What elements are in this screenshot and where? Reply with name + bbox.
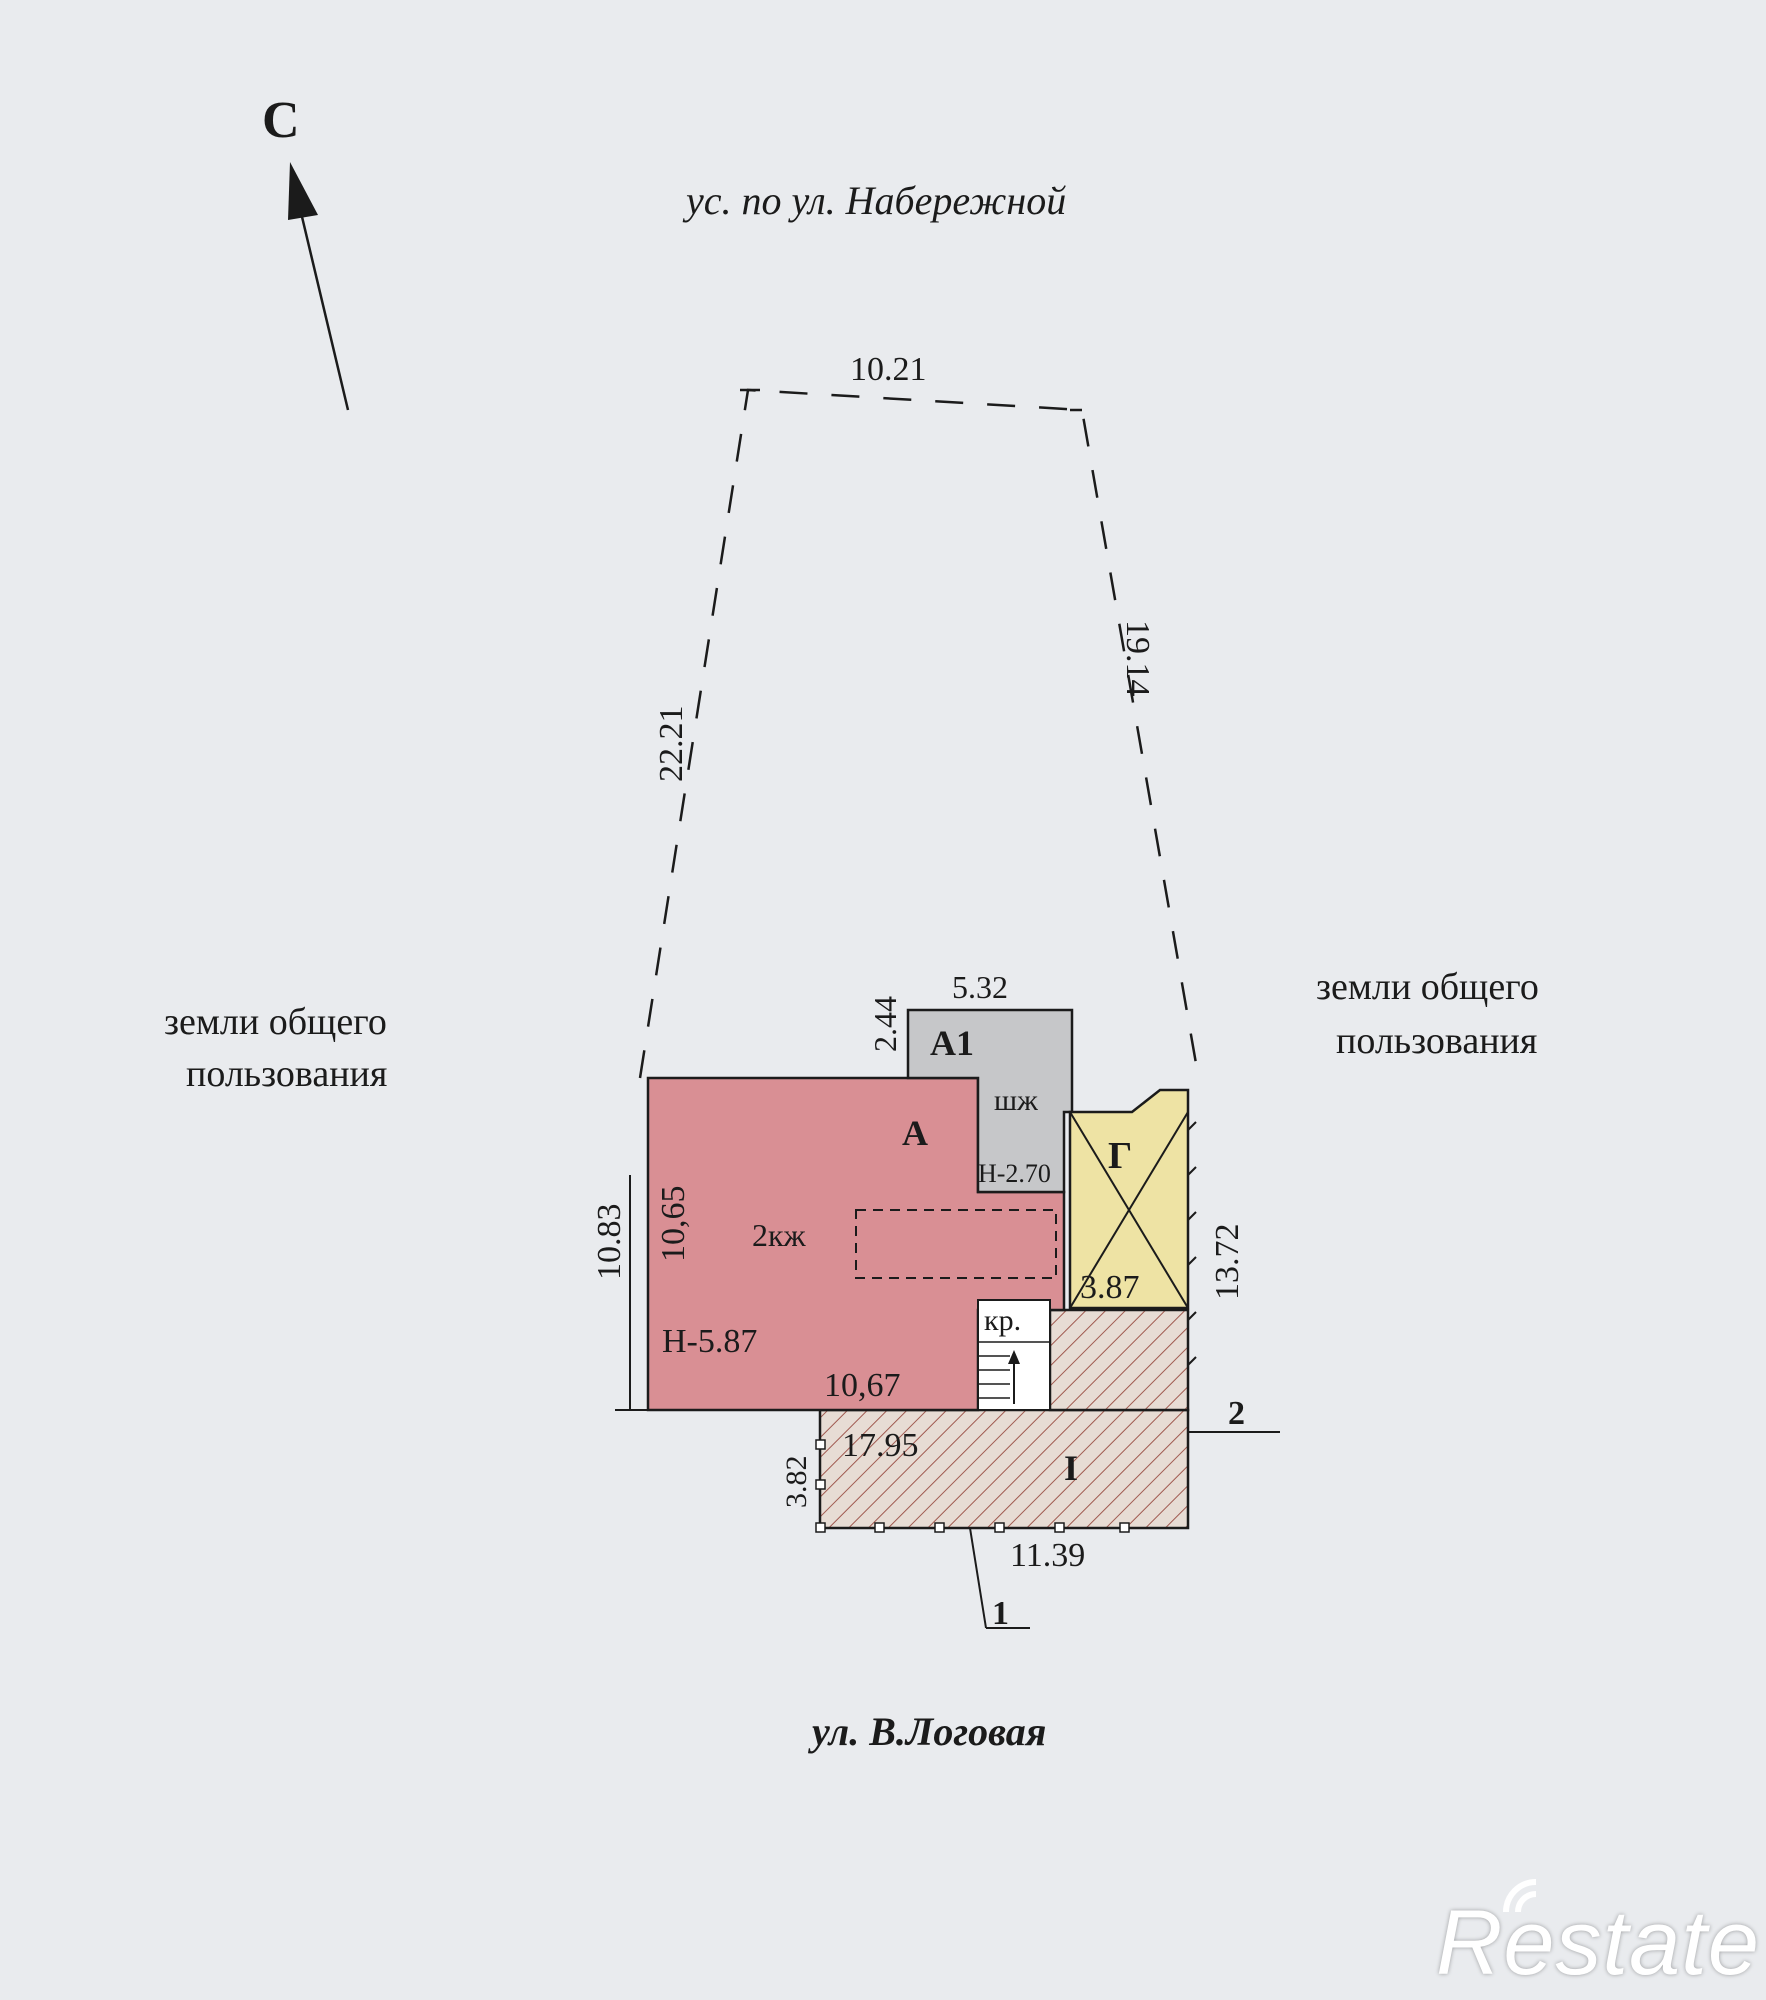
label-h587: Н-5.87 xyxy=(662,1323,757,1360)
annex-a1 xyxy=(906,1008,1074,1194)
fence-tick xyxy=(1187,1121,1197,1131)
fence-tick xyxy=(1187,1356,1197,1366)
leader-line-1 xyxy=(969,1527,987,1629)
area-i-upper xyxy=(1048,1308,1190,1412)
fence-post xyxy=(1054,1522,1065,1533)
inner-dashed-area xyxy=(855,1209,1057,1279)
fence-post xyxy=(934,1522,945,1533)
fence-post xyxy=(994,1522,1005,1533)
street-top-label: ус. по ул. Набережной xyxy=(682,178,1066,223)
dim-front-height: 3.82 xyxy=(780,1456,813,1509)
marker-1: 1 xyxy=(992,1595,1009,1632)
dimension-lines xyxy=(615,1175,1280,1629)
label-2kzh: 2кж xyxy=(752,1217,807,1253)
watermark-signal-icon xyxy=(1503,1879,1537,1913)
fence-post xyxy=(815,1479,826,1490)
side-right-line2: пользования xyxy=(1336,1020,1537,1062)
fence-tick xyxy=(1187,1166,1197,1176)
label-a1: А1 xyxy=(930,1023,974,1063)
label-a: А xyxy=(902,1113,928,1153)
side-right-line1: земли общего xyxy=(1316,966,1539,1008)
dim-a1-width: 5.32 xyxy=(952,969,1008,1005)
fence-posts xyxy=(815,1439,1130,1533)
dim-a-bottom: 10,67 xyxy=(824,1367,901,1404)
label-g: Г xyxy=(1108,1135,1132,1177)
dim-g-width: 3.87 xyxy=(1080,1269,1140,1306)
side-left-line1: земли общего xyxy=(164,1001,387,1043)
plot-boundary xyxy=(638,388,1200,1079)
north-arrow-head xyxy=(288,162,318,220)
fence-ticks xyxy=(1187,1121,1197,1366)
label-i: I xyxy=(1064,1448,1078,1488)
shed-g-cross-b xyxy=(1069,1111,1189,1309)
side-left-line2: пользования xyxy=(186,1053,387,1095)
label-h270: Н-2.70 xyxy=(978,1159,1051,1188)
dim-top: 10.21 xyxy=(850,351,927,388)
fence-tick xyxy=(1187,1256,1197,1266)
dim-a1-height: 2.44 xyxy=(867,996,903,1052)
stairs xyxy=(977,1299,1051,1411)
watermark: Restate xyxy=(1435,1892,1760,1994)
fence-tick xyxy=(1187,1311,1197,1321)
fence-post xyxy=(815,1522,826,1533)
dim-front-width: 17.95 xyxy=(842,1427,919,1464)
plot-boundary-line xyxy=(638,388,1200,1079)
dim-left-boundary: 22.21 xyxy=(653,706,690,783)
side-label-left: земли общего пользования xyxy=(164,1001,387,1095)
stairs-box xyxy=(977,1299,1051,1411)
dim-bottom: 11.39 xyxy=(1010,1537,1085,1574)
dim-right-side: 13.72 xyxy=(1209,1224,1246,1301)
dim-right-boundary: 19.14 xyxy=(1119,620,1156,697)
marker-2: 2 xyxy=(1228,1395,1245,1432)
fence-tick xyxy=(1187,1211,1197,1221)
fence-post xyxy=(874,1522,885,1533)
label-shzh: шж xyxy=(994,1084,1038,1117)
label-kr: кр. xyxy=(984,1304,1021,1337)
dim-a-outer: 10.83 xyxy=(591,1204,628,1281)
dim-a-inner: 10,65 xyxy=(655,1186,692,1263)
street-bottom-label: ул. В.Логовая xyxy=(808,1709,1046,1754)
fence-post xyxy=(815,1439,826,1450)
north-label: С xyxy=(262,92,300,149)
fence-post xyxy=(1119,1522,1130,1533)
side-label-right: земли общего пользования xyxy=(1316,966,1539,1062)
north-arrow-shaft xyxy=(296,199,350,411)
north-arrow: С xyxy=(262,92,350,411)
stair-arrow-head xyxy=(1008,1350,1020,1364)
